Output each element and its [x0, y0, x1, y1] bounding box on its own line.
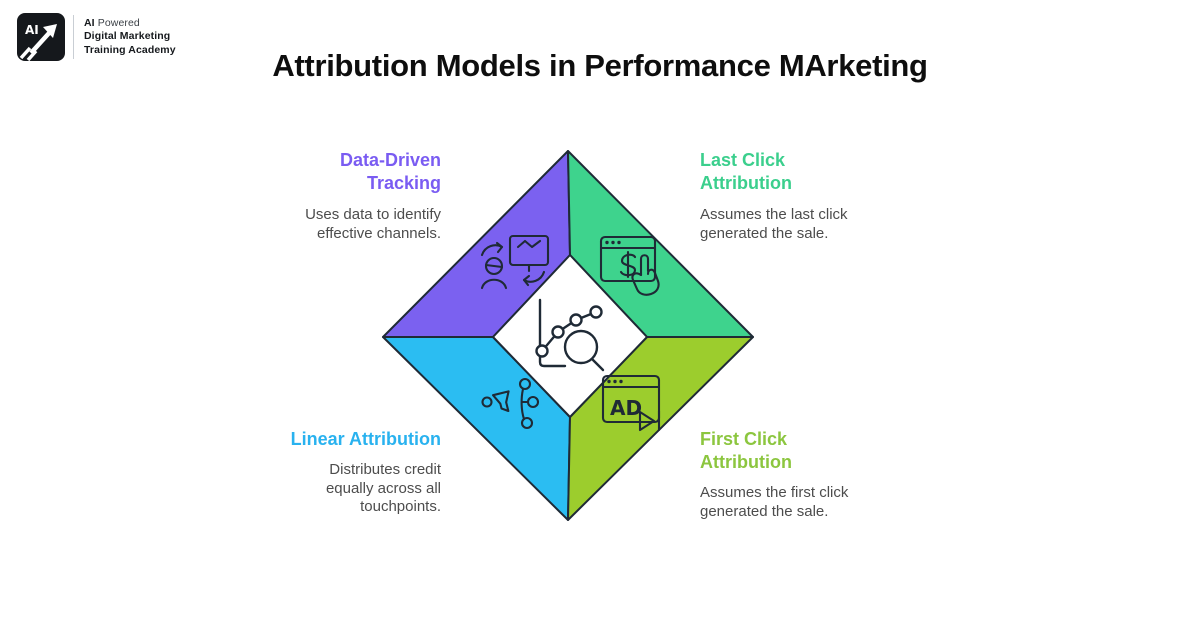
chart-magnifier-icon: [535, 298, 605, 372]
desc-linear-attribution: Distributes credit equally across all to…: [325, 461, 441, 515]
page-title: Attribution Models in Performance MArket…: [272, 48, 928, 83]
browser-dollar-click-icon: [599, 235, 660, 296]
person-monitor-sync-icon: [480, 234, 550, 290]
brand-divider: [73, 15, 74, 59]
brand-block: AI AI Powered Digital Marketing Training…: [17, 13, 176, 61]
ad-label: AD: [610, 396, 642, 420]
label-first-click-attribution: First Click Attribution: [700, 428, 792, 474]
label-linear-attribution: Linear Attribution: [291, 428, 441, 451]
quadrant-heading: Data-Driven Tracking: [339, 150, 441, 193]
desc-data-driven-tracking: Uses data to identify effective channels…: [305, 206, 441, 242]
funnel-distribution-icon: [481, 377, 540, 430]
attribution-diamond-diagram: AD: [382, 150, 754, 521]
desc-last-click-attribution: Assumes the last click generated the sal…: [700, 206, 848, 242]
browser-ad-play-icon: AD: [601, 374, 661, 432]
brand-text: AI Powered Digital Marketing Training Ac…: [84, 17, 176, 58]
quadrant-heading: First Click Attribution: [700, 429, 792, 472]
label-last-click-attribution: Last Click Attribution: [700, 149, 792, 195]
logo-monogram: AI: [25, 23, 39, 37]
label-data-driven-tracking: Data-Driven Tracking: [340, 149, 441, 195]
quadrant-heading: Last Click Attribution: [700, 150, 792, 193]
brand-name-line2: Training Academy: [84, 43, 176, 56]
desc-first-click-attribution: Assumes the first click generated the sa…: [700, 484, 849, 520]
brand-name-line1: Digital Marketing: [84, 30, 171, 43]
brand-tagline: AI Powered: [84, 16, 140, 29]
quadrant-heading: Linear Attribution: [290, 429, 441, 449]
ai-arrow-logo-icon: AI: [17, 13, 65, 61]
